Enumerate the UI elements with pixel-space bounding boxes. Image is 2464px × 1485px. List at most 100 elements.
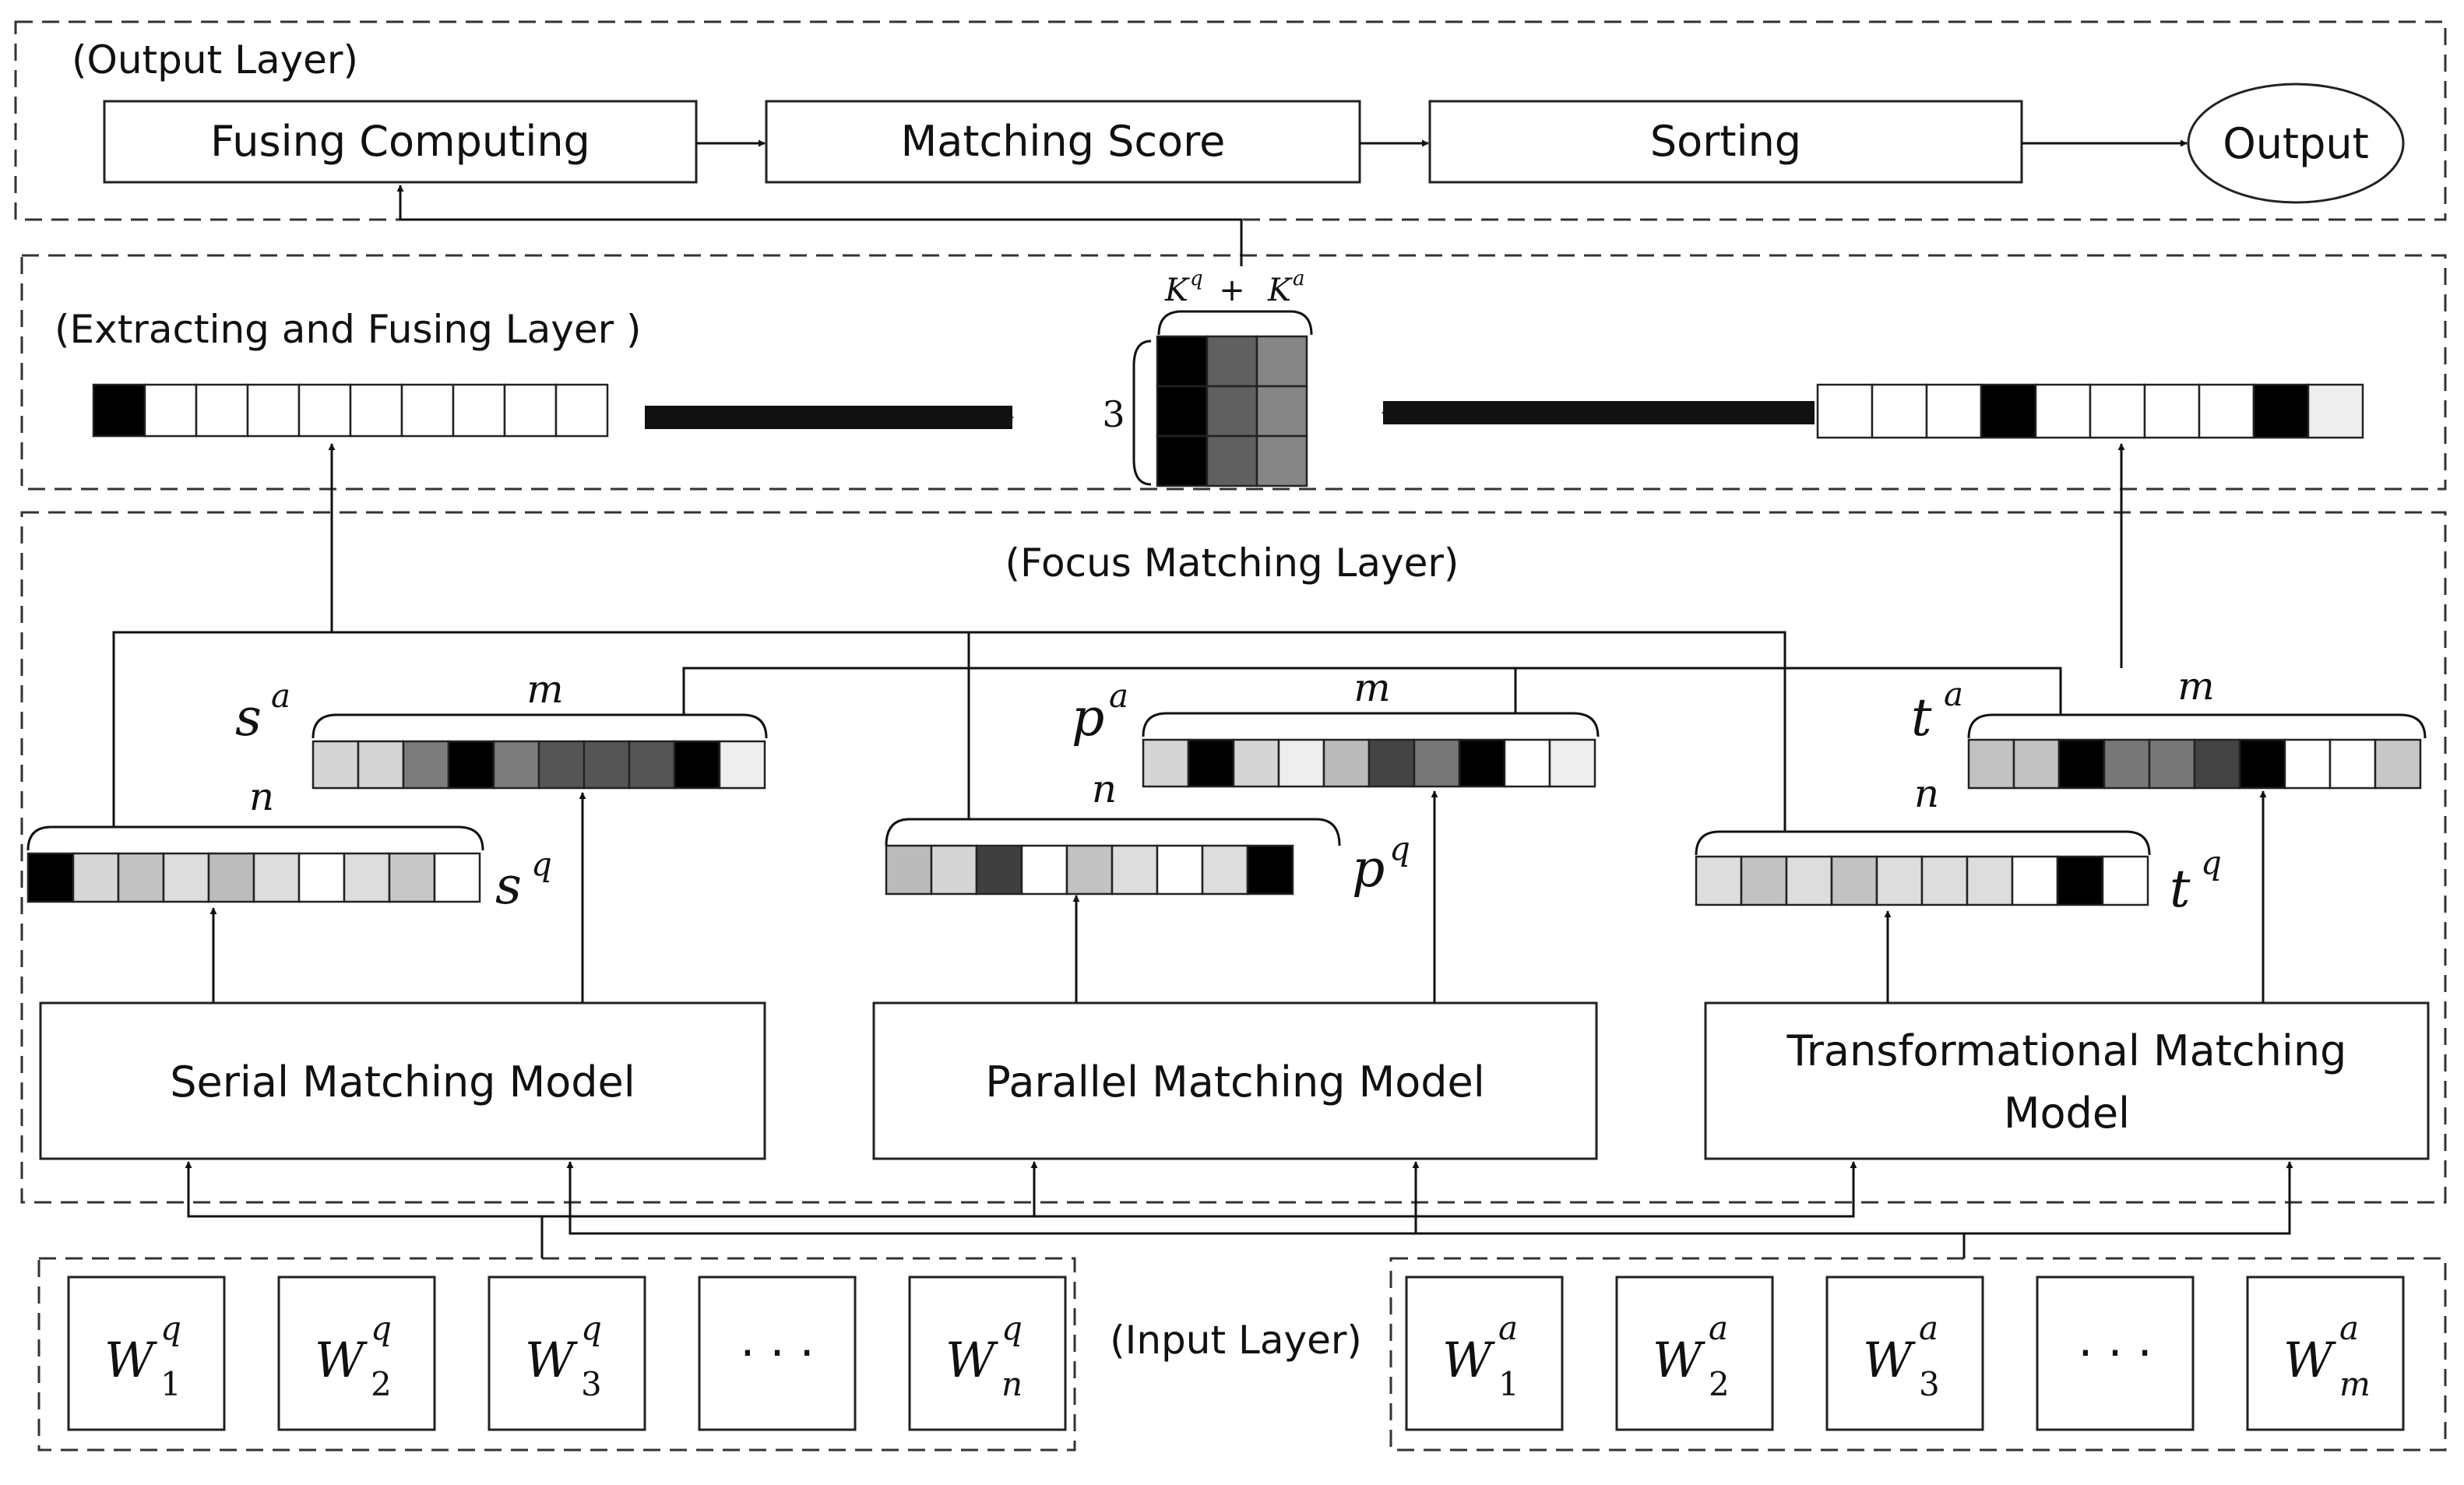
- tq-cell-8: [2011, 855, 2059, 906]
- sq-cell-3: [117, 852, 165, 903]
- input-a-box-5: Wam: [2246, 1276, 2405, 1431]
- extracted-a-cell-3: [1925, 383, 1983, 439]
- sq-length-label: n: [249, 774, 274, 819]
- extracted-q-cell-3: [195, 383, 249, 438]
- extracted-a-cell-5: [2034, 383, 2092, 439]
- input-a-frame: [1389, 1257, 2447, 1452]
- matrix-col-ka: K: [1267, 273, 1293, 308]
- brace-pq: [885, 818, 1341, 846]
- ta-cell-5: [2148, 738, 2196, 790]
- pq-symbol: p: [1352, 839, 1385, 899]
- collect-a-line: [682, 667, 2062, 715]
- input-q-word-sup-3: q: [581, 1309, 602, 1347]
- pa-cell-9: [1503, 738, 1551, 788]
- sq-cell-6: [252, 852, 301, 903]
- output-node-label: Output: [2223, 119, 2369, 168]
- pa-cell-6: [1368, 738, 1416, 788]
- input-q-word-symbol-3: W: [525, 1332, 578, 1388]
- ta-cell-1: [1967, 738, 2015, 790]
- matrix-col-kq: K: [1164, 273, 1190, 308]
- pq-length-label: n: [1092, 766, 1117, 811]
- ta-cell-8: [2283, 738, 2332, 790]
- parallel-answer-vector: [1142, 738, 1596, 788]
- sq-cell-8: [343, 852, 391, 903]
- extracting-layer-label: (Extracting and Fusing Layer ): [55, 307, 642, 352]
- input-a-word-symbol-1: W: [1442, 1332, 1495, 1388]
- pq-cell-5: [1065, 844, 1114, 896]
- sa-cell-2: [357, 740, 405, 790]
- input-a-word-symbol-3: W: [1863, 1332, 1916, 1388]
- pq-cell-9: [1246, 844, 1294, 896]
- brace-tq: [1695, 830, 2151, 856]
- tq-symbol-sup: q: [2201, 843, 2222, 881]
- matrix-row-brace: [1132, 340, 1152, 486]
- input-a-word-symbol-2: W: [1653, 1332, 1705, 1388]
- extracted-q-cell-1: [92, 383, 146, 438]
- extracted-a-cell-4: [1980, 383, 2037, 439]
- parallel-matching-model-label: Parallel Matching Model: [985, 1057, 1485, 1107]
- serial-answer-vector: [312, 740, 766, 790]
- extracted-q-cell-4: [246, 383, 301, 438]
- input-a-box-1: Wa1: [1405, 1276, 1564, 1431]
- tq-cell-6: [1920, 855, 1969, 906]
- extracted-q-cell-10: [554, 383, 609, 438]
- extracted-a-cell-9: [2252, 383, 2310, 439]
- input-a-word-sup-5: a: [2339, 1309, 2359, 1347]
- input-a-word-sub-5: m: [2339, 1365, 2371, 1403]
- serial-matching-model-box: [39, 1001, 766, 1160]
- sa-cell-9: [673, 740, 721, 790]
- pa-symbol-sup: a: [1109, 677, 1128, 715]
- sorting-label: Sorting: [1650, 117, 1801, 166]
- sq-cell-7: [297, 852, 346, 903]
- input-a-box-frame-2: [1615, 1276, 1774, 1431]
- input-a-bus-right: [1964, 1161, 2293, 1235]
- input-q-word-sup-1: q: [160, 1309, 181, 1347]
- input-q-bus: [185, 1161, 544, 1258]
- matrix-col-brace: [1157, 310, 1313, 336]
- output-node: [2187, 83, 2405, 204]
- extracted-vector-q: [92, 383, 609, 438]
- collect-q-line: [112, 631, 1786, 832]
- matching-score-box: [765, 100, 1361, 184]
- sq-symbol: s: [495, 856, 522, 916]
- extracted-q-cell-9: [503, 383, 558, 438]
- matrix-cell-r1-c2: [1206, 335, 1258, 388]
- ta-cell-7: [2238, 738, 2286, 790]
- tq-cell-3: [1785, 855, 1833, 906]
- brace-pa: [1142, 712, 1600, 737]
- input-q-frame: [37, 1257, 1076, 1452]
- tq-cell-4: [1830, 855, 1878, 906]
- matrix-cell-r2-c3: [1255, 385, 1308, 438]
- extracting-layer-frame: [20, 254, 2447, 491]
- tq-cell-10: [2101, 855, 2149, 906]
- input-a-word-sup-1: a: [1498, 1309, 1518, 1347]
- extracted-a-cell-7: [2143, 383, 2201, 439]
- tq-cell-2: [1740, 855, 1788, 906]
- ta-symbol: t: [1911, 688, 1932, 748]
- input-a-box-3: Wa3: [1825, 1276, 1984, 1431]
- arrow-matrix-to-fusing: [396, 185, 1243, 266]
- sa-cell-4: [447, 740, 495, 790]
- matrix-cell-r1-c1: [1156, 335, 1209, 388]
- extracted-a-cell-6: [2089, 383, 2146, 439]
- ta-cell-3: [2057, 738, 2106, 790]
- matrix-col-plus: +: [1219, 273, 1245, 308]
- sq-cell-9: [388, 852, 436, 903]
- input-q-box-1: Wq1: [67, 1276, 226, 1431]
- brace-sq: [26, 825, 484, 851]
- input-q-box-frame-4: [698, 1276, 857, 1431]
- pa-cell-3: [1232, 738, 1280, 788]
- serial-question-vector: [26, 852, 481, 903]
- focus-layer-label: (Focus Matching Layer): [1005, 540, 1459, 586]
- input-a-bus: [566, 1161, 1966, 1258]
- sa-symbol: s: [235, 688, 262, 748]
- pq-cell-2: [930, 844, 978, 896]
- matrix-cell-r3-c3: [1255, 435, 1308, 487]
- sq-cell-4: [162, 852, 210, 903]
- fusing-computing-label: Fusing Computing: [210, 117, 590, 166]
- parallel-matching-model-box: [872, 1001, 1598, 1160]
- input-a-word-symbol-5: W: [2283, 1332, 2336, 1388]
- transformational-question-vector: [1695, 855, 2149, 906]
